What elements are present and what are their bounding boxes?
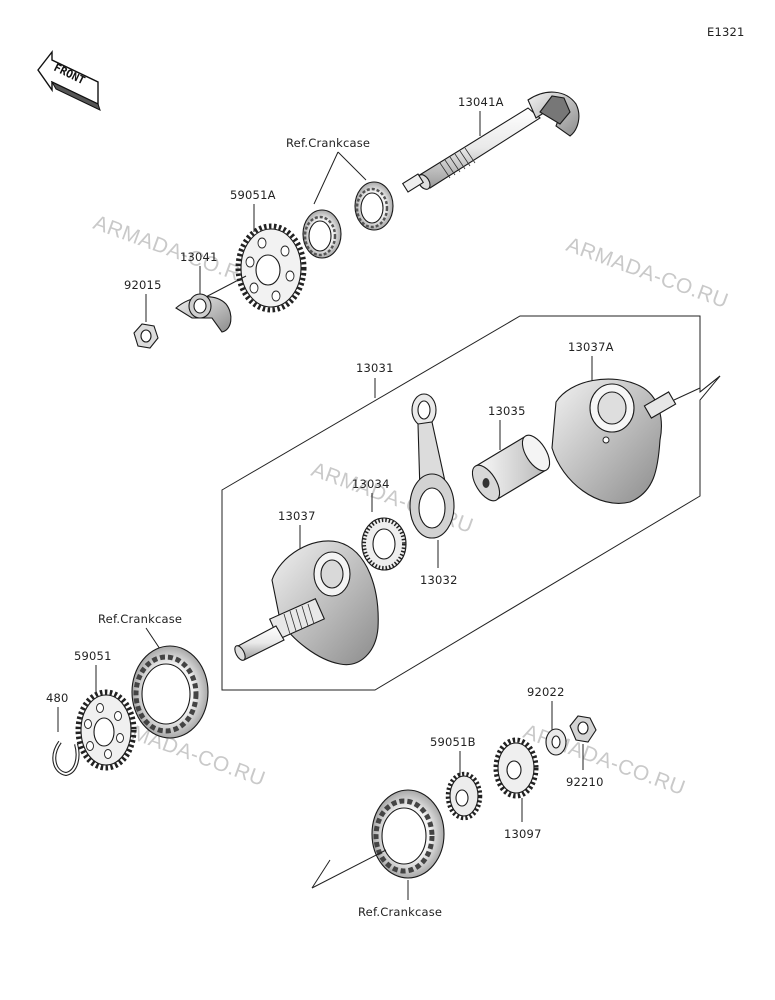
label-13037A: 13037A	[568, 340, 614, 354]
label-ref-crankcase-bottom: Ref.Crankcase	[358, 905, 442, 919]
label-13041: 13041	[180, 250, 218, 264]
label-92015: 92015	[124, 278, 162, 292]
front-arrow-icon: FRONT	[37, 49, 101, 111]
leader-13041-b	[199, 275, 247, 301]
label-480: 480	[46, 691, 69, 705]
gear-59051A	[235, 223, 307, 313]
leader-ref-top-a	[313, 151, 339, 205]
circlip-480	[52, 740, 80, 777]
label-59051B: 59051B	[430, 735, 476, 749]
watermark-1: ARMADA-CO.RU	[90, 211, 258, 291]
bearing-top-1	[302, 209, 342, 259]
assembly-outline-13031	[221, 315, 721, 691]
label-13035: 13035	[488, 404, 526, 418]
leader-ref-top-b	[337, 151, 367, 181]
label-ref-crankcase-left: Ref.Crankcase	[98, 612, 182, 626]
label-13031: 13031	[356, 361, 394, 375]
washer-92022	[545, 728, 567, 756]
crank-half-13037	[234, 540, 379, 666]
label-13034: 13034	[352, 477, 390, 491]
label-92210: 92210	[566, 775, 604, 789]
watermark-2: ARMADA-CO.RU	[563, 233, 731, 313]
gear-59051	[75, 689, 137, 771]
bearing-left	[131, 645, 209, 739]
watermark-5: ARMADA-CO.RU	[520, 720, 688, 800]
label-13032: 13032	[420, 573, 458, 587]
axis-line-bottom	[311, 849, 387, 889]
bearing-top-2	[354, 181, 394, 231]
needle-bearing-13034	[361, 517, 407, 571]
outline-arrow	[699, 375, 721, 393]
gear-59051B	[445, 771, 483, 821]
gear-13097	[493, 737, 539, 799]
connecting-rod-13032	[409, 393, 455, 539]
nut-92210	[569, 715, 597, 743]
balancer-shaft-13041A	[401, 91, 580, 193]
label-ref-crankcase-top: Ref.Crankcase	[286, 136, 370, 150]
crank-half-13037A	[551, 378, 701, 504]
bearing-bottom	[371, 789, 445, 879]
label-13097: 13097	[504, 827, 542, 841]
label-13037: 13037	[278, 509, 316, 523]
label-13041A: 13041A	[458, 95, 504, 109]
label-92022: 92022	[527, 685, 565, 699]
crank-pin-13035	[471, 434, 551, 502]
axis-arrow-bottom	[311, 859, 331, 889]
diagram-id: E1321	[707, 25, 745, 39]
label-59051: 59051	[74, 649, 112, 663]
balancer-weight-13041	[175, 293, 232, 333]
nut-92015	[133, 323, 159, 349]
label-59051A: 59051A	[230, 188, 276, 202]
